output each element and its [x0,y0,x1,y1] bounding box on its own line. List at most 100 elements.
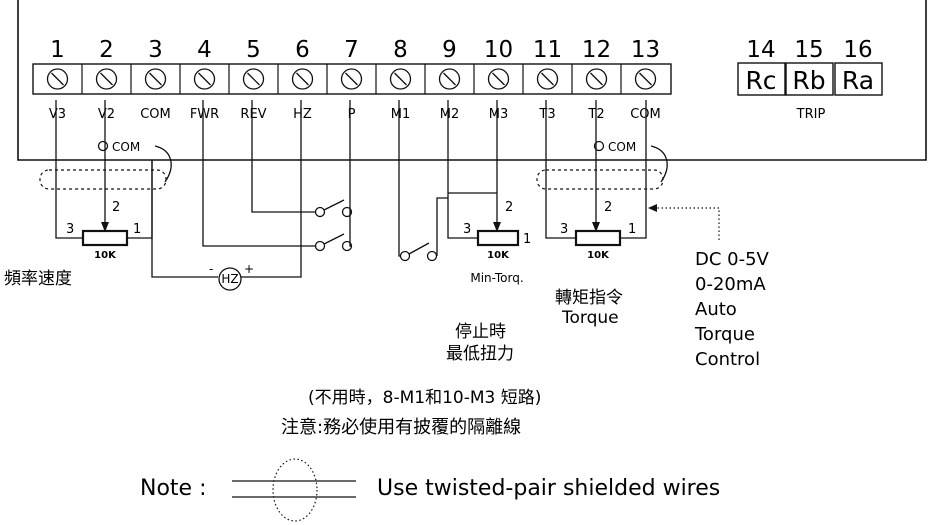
relay-label-ra: Ra [842,66,874,95]
terminal-number-3: 3 [148,37,163,63]
terminal-label-9: M2 [440,107,460,122]
torque-pot-pin-1: 1 [628,222,636,237]
terminal-screw-4 [193,68,216,90]
shield-oval-right [536,169,664,190]
switch-fwr-contact-b [341,206,353,218]
relay-label-rc: Rc [745,66,776,95]
short-circuit-note: (不用時，8-M1和10-M3 短路) [308,388,541,408]
terminal-screw-3 [144,68,167,90]
terminal-number-11: 11 [533,37,562,63]
speed-pot-pin-1: 1 [133,222,141,237]
min-torque-pot-pin-1: 1 [523,232,531,247]
com-label-right: COM [608,140,636,154]
relay-terminal-number-14: 14 [746,37,775,63]
com-marker-right [593,140,605,152]
terminal-screw-9 [438,68,461,90]
speed-pot-value: 10K [94,250,117,261]
min-torque-pot-pin-3: 3 [463,222,471,237]
terminal-label-5: REV [240,107,266,122]
hz-meter-minus: - [209,262,213,276]
terminal-screw-6 [291,68,314,90]
min-torque-pot-pin-2: 2 [505,200,513,215]
freq-speed-label: 頻率速度 [4,269,72,289]
trip-caption: TRIP [796,107,826,122]
note-shield-ellipse [272,458,318,522]
torque-pot-pin-2: 2 [604,200,612,215]
note-prefix: Note : [140,476,206,501]
switch-fwr-contact-a [314,206,326,218]
dc-label-line-3: Torque [694,324,755,345]
shield-oval-left [39,169,167,190]
terminal-number-13: 13 [631,37,660,63]
relay-box-rc [737,62,786,96]
hz-meter: HZ - + [209,100,302,291]
min-torque-pot-caption: Min-Torq. [470,271,523,285]
stop-switch-contact-b [426,250,438,262]
terminal-number-10: 10 [484,37,513,63]
terminal-label-11: T3 [538,107,555,122]
terminal-label-3: COM [140,107,171,122]
min-torque-pot-value: 10K [487,250,510,261]
relay-box-rb [785,62,834,96]
terminal-screw-7 [340,68,363,90]
terminal-screw-1 [46,68,69,90]
hz-meter-label: HZ [221,272,238,286]
relay-label-rb: Rb [792,66,825,95]
shield-ground-right [650,145,668,183]
relay-box-ra [834,62,883,96]
shielded-wire-warning: 注意:務必使用有披覆的隔離線 [281,417,521,438]
terminal-number-1: 1 [50,37,65,63]
terminal-label-6: HZ [293,107,312,122]
terminal-label-1: V3 [49,107,66,122]
min-torque-pot [476,229,520,247]
terminal-screw-10 [487,68,510,90]
dc-label-line-2: Auto [695,299,737,320]
min-torque-wiring: 3 2 1 10K Min-Torq. [398,100,531,285]
terminal-screw-5 [242,68,265,90]
torque-pot-wiring: 3 2 1 10K [545,100,720,261]
terminal-label-7: P [348,107,356,122]
terminal-number-8: 8 [393,37,408,63]
com-marker-left [97,140,109,152]
direction-switches [202,100,353,252]
dc-input-dotted-line [656,207,720,240]
terminal-number-4: 4 [197,37,212,63]
terminal-label-2: V2 [98,107,115,122]
terminal-label-10: M3 [489,107,509,122]
speed-pot [81,229,129,247]
relay-terminal-number-15: 15 [794,37,823,63]
shield-ground-left [154,145,172,183]
switch-rev-contact-a [314,240,326,252]
torque-en-label: Torque [561,308,619,328]
terminal-number-7: 7 [344,37,359,63]
terminal-slots [46,64,657,94]
speed-pot-pin-3: 3 [66,222,74,237]
terminal-label-8: M1 [391,107,411,122]
switch-rev-contact-b [341,240,353,252]
terminal-number-12: 12 [582,37,611,63]
stop-label-line2: 最低扭力 [446,344,514,364]
terminal-number-2: 2 [99,37,114,63]
relay-terminals: 14 15 16 Rc Rb Ra TRIP [737,37,883,122]
terminal-number-6: 6 [295,37,310,63]
hz-meter-plus: + [244,262,254,276]
terminal-label-4: FWR [190,107,219,122]
torque-pot [574,229,622,247]
dc-label-line-4: Control [695,349,760,370]
com-label-left: COM [112,140,140,154]
speed-pot-pin-2: 2 [112,200,120,215]
terminal-screw-13 [634,68,657,90]
relay-terminal-number-16: 16 [843,37,872,63]
terminal-screw-8 [389,68,412,90]
speed-pot-wiring: 3 2 1 10K [55,100,218,278]
torque-pot-pin-3: 3 [560,222,568,237]
controller-housing [17,0,927,161]
terminal-number-9: 9 [442,37,457,63]
torque-cmd-label: 轉矩指令 [555,288,623,308]
terminal-screw-11 [536,68,559,90]
dc-label-line-0: DC 0-5V [695,249,770,270]
stop-label-line1: 停止時 [455,322,506,342]
